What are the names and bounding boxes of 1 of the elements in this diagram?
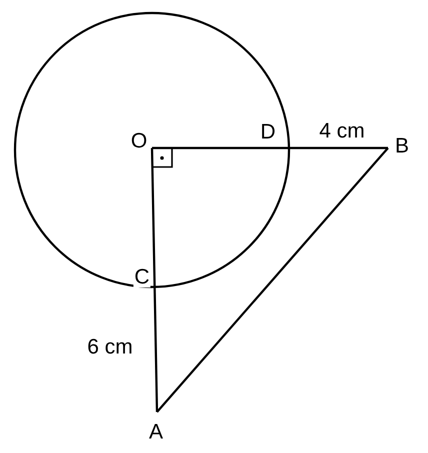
- point-label: C: [133, 266, 151, 288]
